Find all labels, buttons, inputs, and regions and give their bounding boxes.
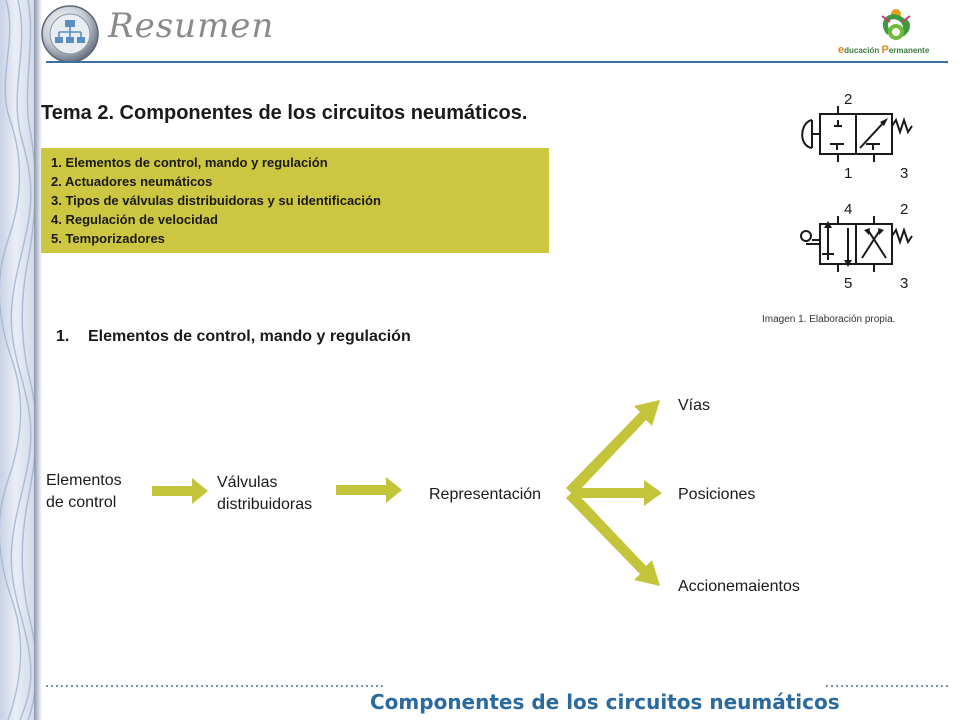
educacion-permanente-logo bbox=[836, 2, 960, 60]
topic-item: 1. Elementos de control, mando y regulac… bbox=[51, 155, 328, 170]
topic-item: 4. Regulación de velocidad bbox=[51, 212, 218, 227]
section-title: Elementos de control, mando y regulación bbox=[88, 328, 411, 345]
arrow-up-right-icon bbox=[566, 400, 660, 496]
port-label: 1 bbox=[844, 165, 852, 182]
flow-node-control-elements: Elementos de control bbox=[46, 470, 122, 514]
footer-title: Componentes de los circuitos neumáticos bbox=[370, 690, 840, 714]
flow-branch-actuations: Accionemaientos bbox=[678, 578, 800, 595]
network-logo-icon bbox=[40, 4, 100, 64]
flow-node-representation: Representación bbox=[429, 486, 542, 503]
slide-title: Tema 2. Componentes de los circuitos neu… bbox=[41, 102, 528, 124]
port-label: 5 bbox=[844, 275, 852, 292]
port-label: 2 bbox=[844, 91, 852, 108]
topics-box: 1. Elementos de control, mando y regulac… bbox=[41, 148, 549, 253]
org-name-suffix: ermanente bbox=[888, 46, 930, 55]
port-label: 3 bbox=[900, 275, 908, 292]
port-label: 3 bbox=[900, 165, 908, 182]
header-divider bbox=[46, 61, 948, 63]
arrow-down-right-icon bbox=[566, 490, 660, 586]
flow-node-text: Elementos bbox=[46, 472, 122, 489]
footer-divider bbox=[46, 685, 948, 687]
flow-node-text: Válvulas bbox=[217, 474, 278, 491]
valve-symbols-diagram: 2 1 3 4 2 5 3 bbox=[800, 91, 913, 292]
topic-item: 3. Tipos de válvulas distribuidoras y su… bbox=[51, 193, 381, 208]
educacion-permanente-text: educación Permanente bbox=[838, 44, 930, 56]
port-label: 4 bbox=[844, 201, 852, 218]
flow-node-valves: Válvulas distribuidoras bbox=[217, 472, 312, 516]
section-heading: 1. Elementos de control, mando y regulaci… bbox=[56, 328, 411, 346]
flow-branch-vias: Vías bbox=[678, 397, 711, 414]
image-caption: Imagen 1. Elaboración propia. bbox=[762, 314, 896, 325]
topic-item: 5. Temporizadores bbox=[51, 231, 165, 246]
flow-node-text: de control bbox=[46, 494, 117, 511]
topic-item: 2. Actuadores neumáticos bbox=[51, 174, 213, 189]
decorative-side-strip bbox=[0, 0, 34, 720]
section-number: 1. bbox=[56, 328, 70, 345]
side-strip-shadow bbox=[34, 0, 42, 720]
header-title: Resumen bbox=[108, 6, 275, 46]
org-name-prefix: ducación bbox=[844, 46, 882, 55]
arrow-right-icon bbox=[572, 480, 662, 506]
flow-node-text: distribuidoras bbox=[217, 496, 313, 513]
flow-branch-positions: Posiciones bbox=[678, 486, 756, 503]
arrow-right-icon bbox=[152, 478, 208, 504]
port-label: 2 bbox=[900, 201, 908, 218]
arrow-right-icon bbox=[336, 477, 402, 503]
